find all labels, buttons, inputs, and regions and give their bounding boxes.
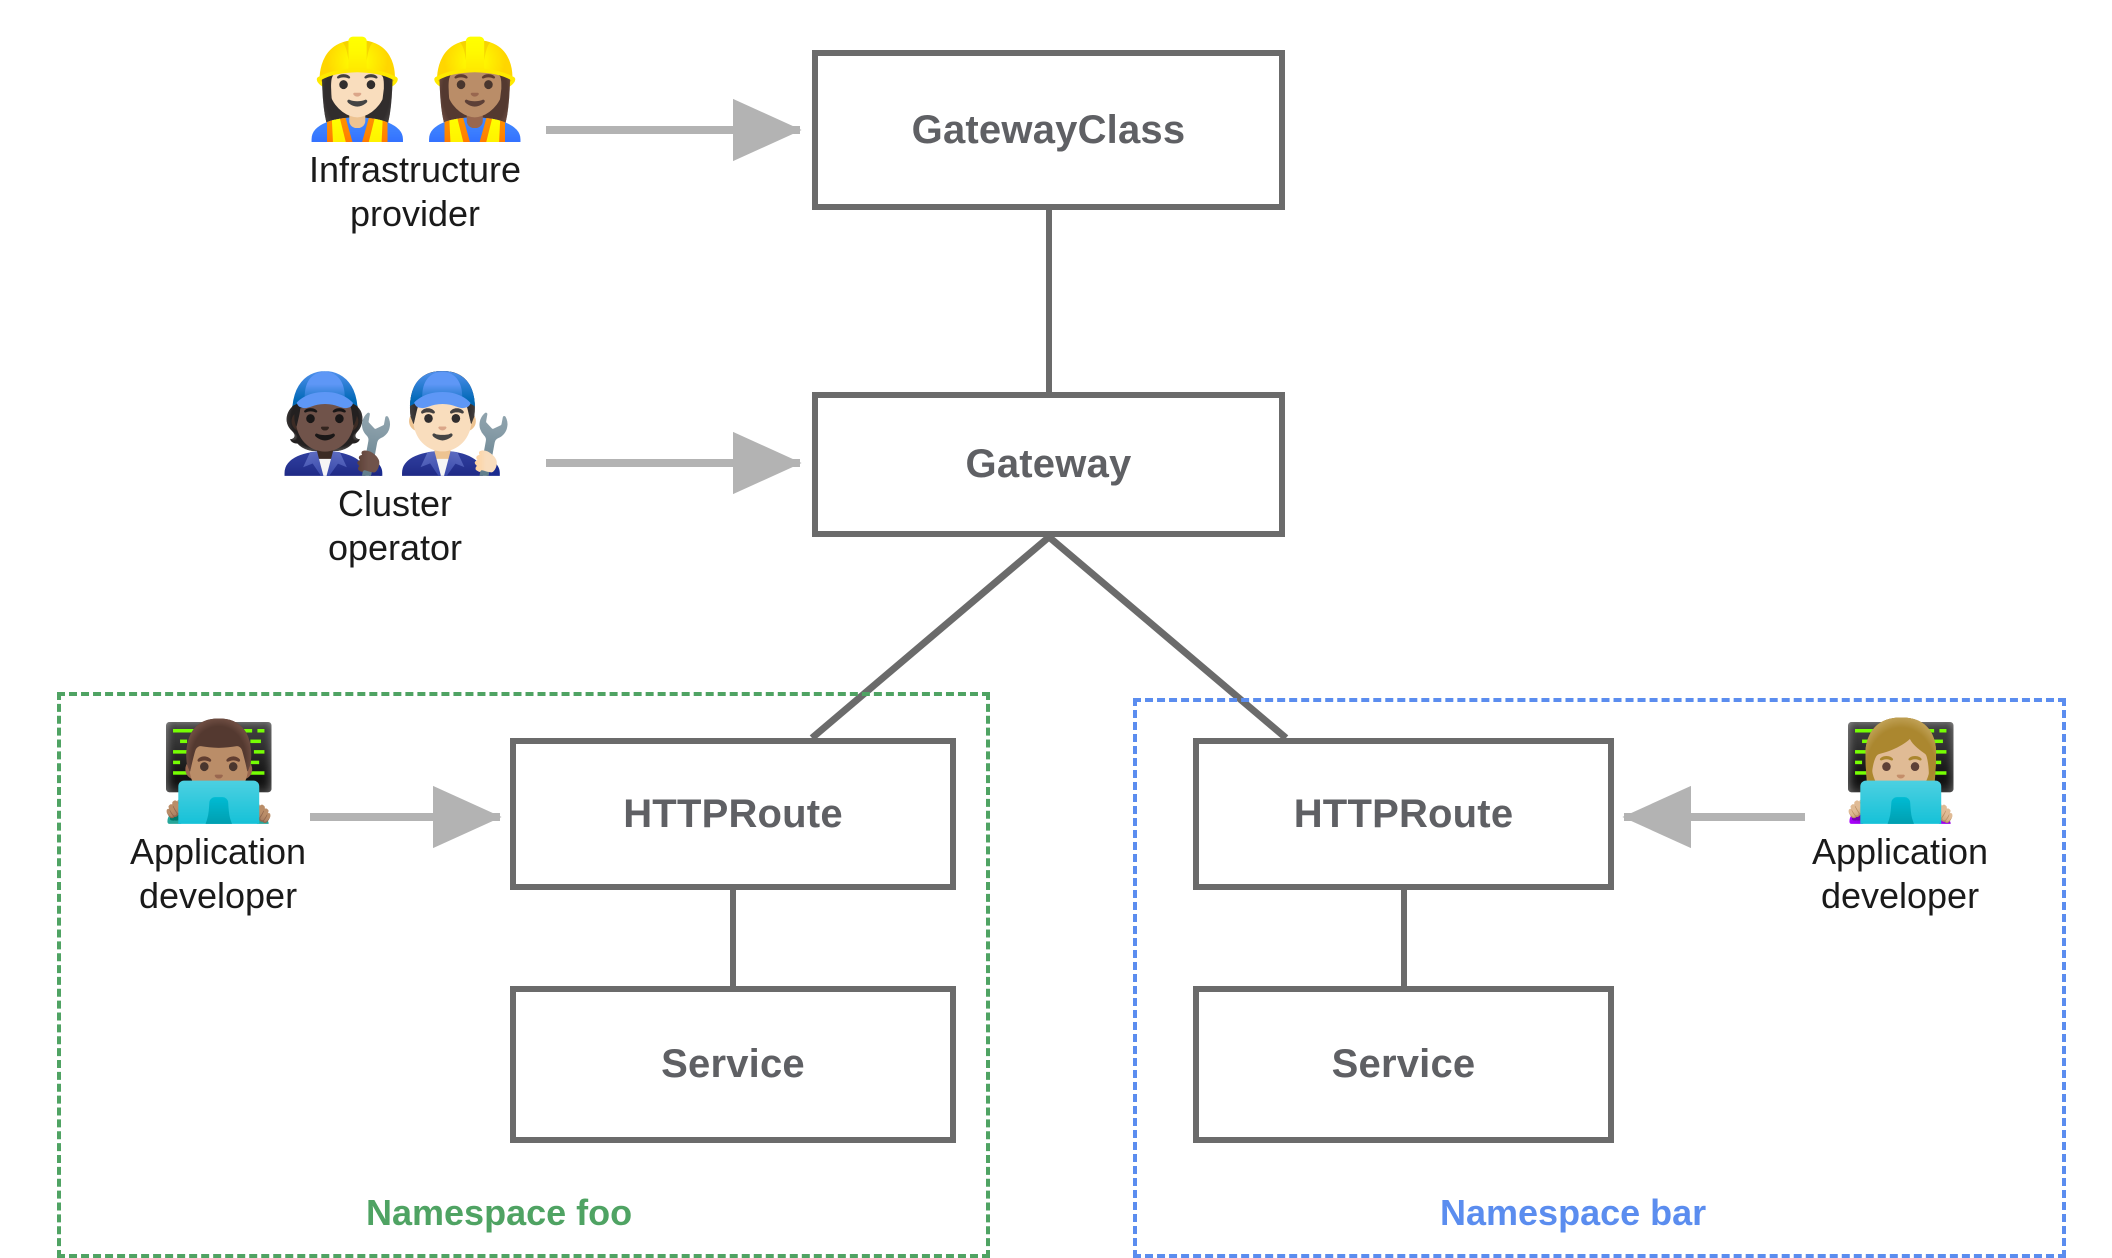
persona-application-developer-foo-label: Application developer [129, 830, 307, 916]
persona-cluster-operator-label: Cluster operator [327, 482, 463, 568]
node-httproute-bar-label: HTTPRoute [1293, 791, 1514, 836]
node-service-bar[interactable]: Service [1193, 986, 1614, 1143]
node-service-bar-label: Service [1331, 1042, 1476, 1086]
node-service-foo[interactable]: Service [510, 986, 956, 1143]
two-mechanics-icon: 🧑🏿‍🔧👨🏻‍🔧 [277, 370, 514, 477]
namespace-bar-boundary [1133, 698, 2066, 1258]
persona-cluster-operator: 🧑🏿‍🔧👨🏻‍🔧 Cluster operator [250, 372, 540, 569]
node-httproute-foo[interactable]: HTTPRoute [510, 738, 956, 890]
man-technologist-icon: 👨🏽‍💻 [159, 718, 279, 825]
namespace-bar-label: Namespace bar [1440, 1192, 1707, 1233]
two-women-construction-workers-icon: 👷🏻‍♀️👷🏽‍♀️ [297, 36, 534, 143]
persona-application-developer-bar: 👩🏼‍💻 Application developer [1780, 720, 2020, 917]
node-gatewayclass-label: GatewayClass [911, 107, 1186, 152]
node-service-foo-label: Service [661, 1042, 805, 1086]
namespace-foo-label: Namespace foo [366, 1192, 633, 1233]
node-gateway-label: Gateway [965, 442, 1132, 486]
persona-application-developer-bar-label: Application developer [1811, 830, 1989, 916]
node-httproute-foo-label: HTTPRoute [623, 791, 843, 836]
namespace-foo-boundary [57, 692, 990, 1258]
node-gateway[interactable]: Gateway [812, 392, 1285, 537]
persona-infrastructure-provider-label: Infrastructure provider [308, 148, 522, 234]
node-httproute-bar[interactable]: HTTPRoute [1193, 738, 1614, 890]
node-gatewayclass[interactable]: GatewayClass [812, 50, 1285, 210]
woman-technologist-icon: 👩🏼‍💻 [1841, 718, 1961, 825]
persona-application-developer-foo: 👨🏽‍💻 Application developer [98, 720, 338, 917]
persona-infrastructure-provider: 👷🏻‍♀️👷🏽‍♀️ Infrastructure provider [270, 38, 560, 235]
